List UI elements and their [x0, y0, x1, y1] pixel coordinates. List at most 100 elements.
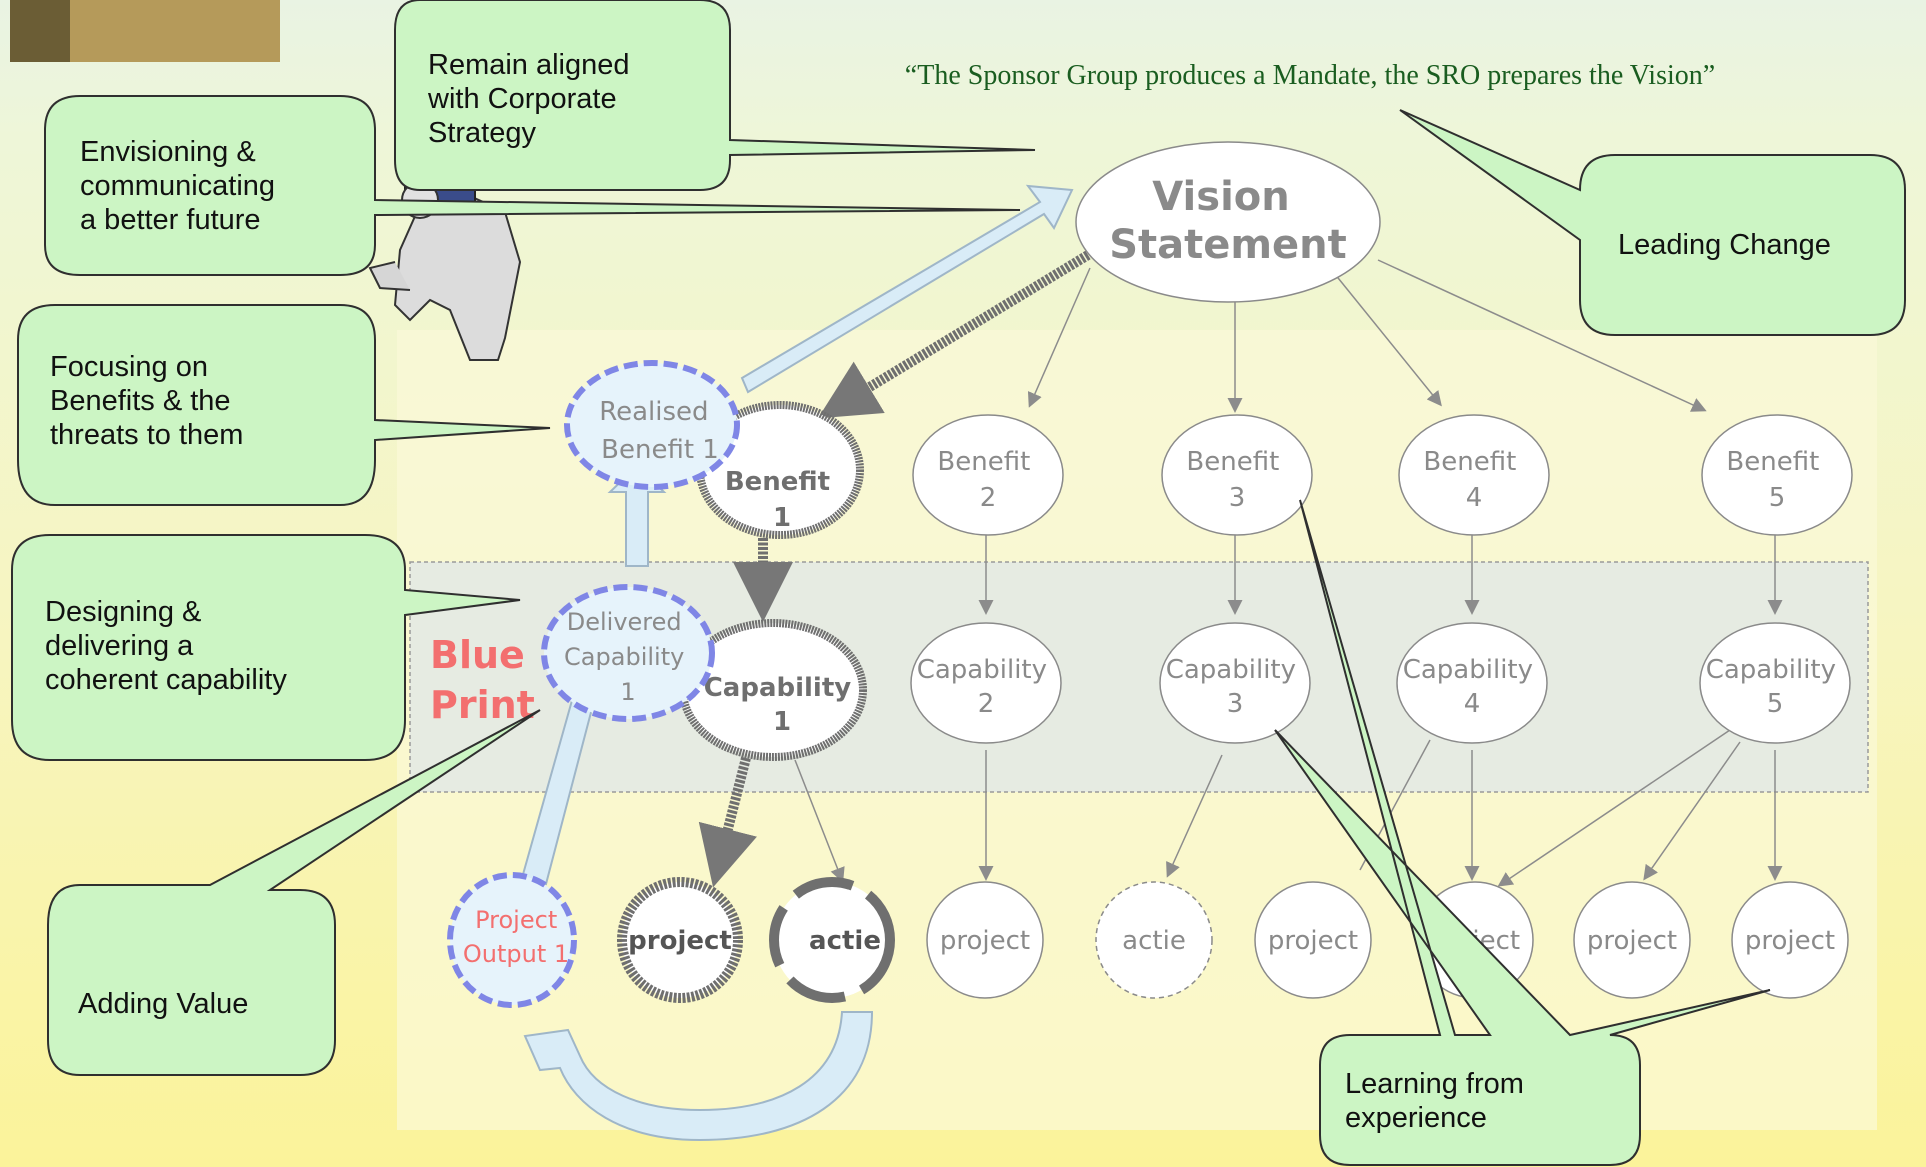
realised-line2: Benefit 1 — [601, 435, 719, 465]
callout-line: coherent capability — [45, 664, 287, 696]
blueprint-line2: Print — [430, 683, 535, 727]
callout-line: communicating — [80, 170, 276, 202]
vision-statement-node — [1075, 141, 1381, 303]
callout-line: threats to them — [50, 419, 244, 451]
capability-5-label: Capability — [1706, 655, 1836, 685]
svg-text:Capability 3: Capability 3 — [1166, 655, 1305, 719]
benefit-3-label: Benefit — [1186, 447, 1279, 477]
svg-text:Capability 4: Capability 4 — [1403, 655, 1542, 719]
svg-text:Realised Benefit 1: Realised Benefit 1 — [599, 397, 719, 465]
bottom-node-label: actie — [809, 926, 881, 956]
project-output-line1: Project — [475, 906, 557, 934]
project-node-3 — [1254, 881, 1372, 999]
benefit-1-num: 1 — [773, 503, 791, 533]
benefit-nodes — [912, 414, 1853, 536]
benefit-5-label: Benefit — [1726, 447, 1819, 477]
svg-text:Capability 5: Capability 5 — [1706, 655, 1845, 719]
capability-2-num: 2 — [978, 689, 995, 719]
svg-text:Benefit 3: Benefit 3 — [1186, 447, 1287, 513]
project-node-6 — [1731, 881, 1849, 999]
bottom-node-label: project — [628, 926, 732, 956]
svg-text:Benefit 5: Benefit 5 — [1726, 447, 1827, 513]
benefit-3-num: 3 — [1229, 483, 1246, 513]
benefit-5-node — [1701, 414, 1853, 536]
capability-1-num: 1 — [773, 707, 791, 737]
benefit-4-label: Benefit — [1423, 447, 1516, 477]
benefit-1-label: Benefit — [725, 467, 830, 497]
capability-5-num: 5 — [1767, 689, 1784, 719]
svg-text:Project Output 1: Project Output 1 — [463, 906, 569, 968]
callout-line: Learning from — [1345, 1068, 1524, 1100]
benefit-5-num: 5 — [1769, 483, 1786, 513]
actie-node-2 — [1095, 881, 1213, 999]
capability-3-label: Capability — [1166, 655, 1296, 685]
callout-line: Envisioning & — [80, 136, 256, 168]
project-node-5 — [1573, 881, 1691, 999]
callout-line: a better future — [80, 204, 261, 236]
capability-nodes — [910, 622, 1851, 744]
capability-2-label: Capability — [917, 655, 1047, 685]
vision-line1: Vision — [1152, 174, 1289, 220]
svg-text:Capability 2: Capability 2 — [917, 655, 1056, 719]
bottom-node-label: actie — [1122, 926, 1186, 956]
svg-text:Vision Statement: Vision Statement — [1109, 174, 1347, 268]
delivered-line3: 1 — [620, 678, 635, 706]
callout-learning: Learning from experience — [1345, 1067, 1524, 1135]
vision-line2: Statement — [1109, 222, 1347, 268]
capability-3-node — [1159, 622, 1311, 744]
callout-line: Designing & — [45, 596, 202, 628]
capability-4-node — [1396, 622, 1548, 744]
svg-text:Blue Print: Blue Print — [430, 633, 538, 727]
project-node-2 — [926, 881, 1044, 999]
connector-lines — [794, 259, 1783, 887]
callout-line: Strategy — [428, 117, 536, 149]
benefit-2-label: Benefit — [937, 447, 1030, 477]
realised-benefit-node — [564, 360, 740, 490]
benefit-2-num: 2 — [980, 483, 997, 513]
actie-node-1 — [769, 877, 895, 1003]
svg-text:Benefit 1: Benefit 1 — [725, 467, 839, 533]
bottom-node-label: project — [1745, 926, 1835, 956]
capability-4-label: Capability — [1403, 655, 1533, 685]
delivered-line2: Capability — [564, 643, 684, 671]
blueprint-line1: Blue — [430, 633, 525, 677]
benefit-2-node — [912, 414, 1064, 536]
callout-leading-change: Leading Change — [1618, 228, 1831, 262]
delivered-capability-node — [541, 584, 715, 722]
benefit-4-node — [1398, 414, 1550, 536]
capability-3-num: 3 — [1227, 689, 1244, 719]
project-output-line2: Output 1 — [463, 940, 569, 968]
svg-text:Benefit 2: Benefit 2 — [937, 447, 1038, 513]
callout-line: Adding Value — [78, 988, 249, 1020]
callout-focusing: Focusing on Benefits & the threats to th… — [50, 350, 243, 452]
project-node-1 — [617, 877, 743, 1003]
bottom-node-label: project — [1268, 926, 1358, 956]
capability-4-num: 4 — [1464, 689, 1481, 719]
bottom-node-label: project — [940, 926, 1030, 956]
capability-1-label: Capability — [704, 673, 852, 703]
realised-line1: Realised — [599, 397, 708, 427]
callout-line: Remain aligned — [428, 49, 630, 81]
bottom-node-label: project — [1587, 926, 1677, 956]
svg-text:Capability 1: Capability 1 — [704, 673, 861, 737]
callout-line: Leading Change — [1618, 229, 1831, 261]
callout-line: experience — [1345, 1102, 1487, 1134]
benefit-4-num: 4 — [1466, 483, 1483, 513]
svg-text:Benefit 4: Benefit 4 — [1423, 447, 1524, 513]
quote-text: “The Sponsor Group produces a Mandate, t… — [904, 60, 1716, 91]
benefit-3-node — [1161, 414, 1313, 536]
capability-2-node — [910, 622, 1062, 744]
callout-envisioning: Envisioning & communicating a better fut… — [80, 135, 275, 237]
callout-remain-aligned: Remain aligned with Corporate Strategy — [428, 48, 630, 150]
callout-line: delivering a — [45, 630, 194, 662]
delivered-line1: Delivered — [567, 608, 682, 636]
callout-adding-value: Adding Value — [78, 987, 248, 1021]
callout-line: Focusing on — [50, 351, 208, 383]
svg-text:Delivered Capability: Delivered Capability 1 — [564, 608, 692, 706]
callout-line: with Corporate — [428, 83, 617, 115]
callout-shapes — [11, 0, 1906, 1166]
callout-designing: Designing & delivering a coherent capabi… — [45, 595, 287, 697]
callout-line: Benefits & the — [50, 385, 231, 417]
